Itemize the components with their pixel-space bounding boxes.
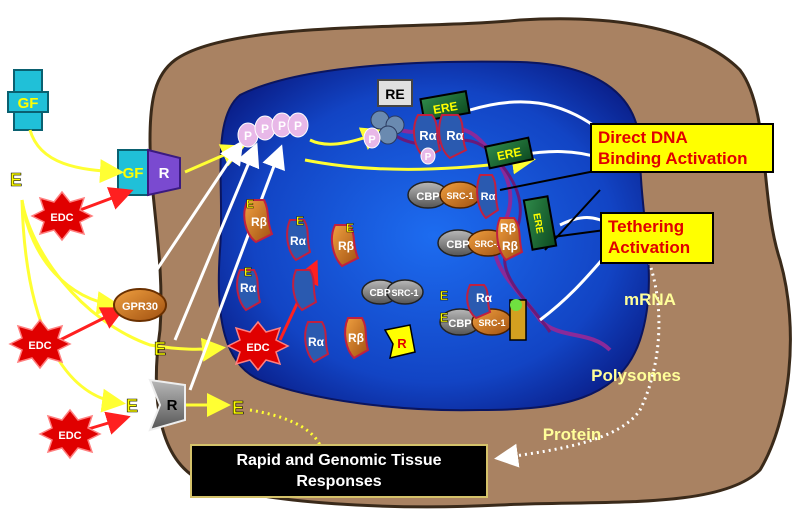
box-line: Binding Activation — [598, 149, 748, 168]
tissue-responses-box: Rapid and Genomic Tissue Responses — [190, 444, 488, 498]
receptor-alpha — [476, 174, 500, 220]
e-label: E — [296, 214, 304, 228]
receptor-beta — [243, 199, 274, 244]
e-label: E — [154, 339, 166, 359]
edc-star — [8, 318, 72, 370]
r-alpha-label: Rα — [290, 234, 307, 248]
cbp-label: CBP — [416, 191, 439, 203]
edc-label: EDC — [50, 212, 73, 224]
src1-label: SRC-1 — [474, 239, 501, 249]
receptor-alpha — [466, 284, 492, 320]
gpr30-receptor — [113, 288, 167, 322]
coactivator-complex — [361, 279, 424, 305]
e-label: E — [440, 288, 449, 303]
box-line: Direct DNA — [598, 128, 688, 147]
r-beta-label: Rβ — [502, 239, 518, 253]
receptor-tag-label: R — [397, 336, 407, 351]
r-alpha-label: Rα — [419, 128, 436, 143]
phosphate-label: P — [294, 119, 302, 133]
phosphate-chain — [237, 112, 309, 148]
gf-receptor-label: GF — [123, 165, 144, 182]
edc-label: EDC — [28, 340, 51, 352]
phosphate-label: P — [425, 152, 432, 163]
receptor-alpha-dimer — [413, 114, 468, 160]
receptor-alpha — [304, 321, 330, 364]
r-alpha-label: Rα — [481, 191, 496, 203]
re-box — [377, 79, 413, 107]
edc-star — [38, 408, 102, 460]
cbp-label: CBP — [446, 239, 469, 251]
receptor-tag — [383, 324, 416, 360]
membrane-receptor-label: R — [167, 397, 178, 414]
src1-label: SRC-1 — [446, 191, 473, 201]
ere-label: ERE — [530, 212, 544, 234]
e-label: E — [232, 398, 244, 418]
ere-label: ERE — [432, 99, 459, 117]
src1-label: SRC-1 — [478, 318, 505, 328]
box-line: Tethering — [608, 217, 685, 236]
e-label: E — [346, 221, 354, 235]
re-label: RE — [385, 86, 404, 102]
ere-box — [522, 195, 558, 251]
r-alpha-label: Rα — [476, 291, 493, 305]
r-beta-label: Rβ — [251, 215, 267, 229]
phosphate-label: P — [244, 129, 252, 143]
white-arrows — [138, 140, 285, 391]
receptor-beta — [331, 224, 360, 268]
edc-star — [226, 320, 290, 372]
re-complex — [363, 110, 405, 149]
r-alpha-label: Rα — [446, 128, 463, 143]
coactivator-complex — [407, 181, 481, 209]
r-alpha-label: Rα — [308, 335, 325, 349]
ere-box — [484, 136, 534, 170]
box-line: Activation — [608, 238, 691, 257]
cbp-label: CBP — [448, 318, 471, 330]
ere-label: ERE — [496, 145, 523, 164]
phosphate-label: P — [278, 119, 286, 133]
e-label: E — [246, 197, 254, 211]
e-label: E — [10, 170, 22, 190]
edc-star — [30, 190, 94, 242]
receptor-alpha — [286, 219, 312, 262]
box-line: Responses — [296, 473, 382, 490]
phosphate-label: P — [368, 134, 375, 146]
membrane-receptor — [148, 378, 186, 432]
r-beta-label: Rβ — [500, 221, 516, 235]
mrna-label: mRNA — [624, 290, 676, 309]
r-beta-label: Rβ — [348, 331, 364, 345]
box-line: Rapid and Genomic Tissue — [236, 452, 442, 469]
receptor-label: R — [159, 165, 170, 182]
direct-dna-binding-box: Direct DNA Binding Activation — [590, 123, 774, 173]
tethering-activation-box: Tethering Activation — [600, 212, 714, 264]
edc-label: EDC — [58, 430, 81, 442]
receptor-beta — [344, 317, 370, 360]
e-label: E — [440, 310, 449, 325]
r-alpha-label: Rα — [240, 281, 257, 295]
phosphate-label: P — [261, 122, 269, 136]
src1-label: SRC-1 — [391, 288, 418, 298]
edc-label: EDC — [246, 342, 269, 354]
receptor-alpha — [292, 269, 318, 312]
e-label: E — [126, 396, 138, 416]
r-beta-label: Rβ — [338, 239, 354, 253]
polysomes-label: Polysomes — [591, 366, 681, 385]
gf-ligand — [7, 69, 49, 131]
cbp-label: CBP — [369, 288, 390, 299]
gpr30-label: GPR30 — [122, 301, 158, 313]
protein-label: Protein — [543, 425, 602, 444]
mrna-path — [494, 239, 661, 468]
receptor-alpha — [236, 269, 262, 312]
gf-label: GF — [18, 95, 39, 112]
e-label: E — [244, 265, 252, 279]
receptor-beta-dimer — [496, 217, 524, 262]
